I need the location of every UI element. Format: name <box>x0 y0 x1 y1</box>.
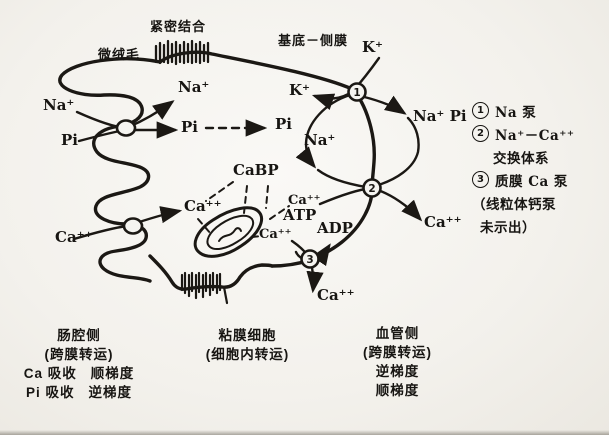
legend-item-na-pump: 1 Na 泵 <box>472 99 574 122</box>
pump-2-circle <box>362 178 382 198</box>
pump-1-circle <box>347 82 367 102</box>
legend-text: 交换体系 <box>493 150 549 167</box>
label-na-outside-left: Na⁺ <box>43 96 75 114</box>
label-cabp: CaBP <box>233 161 279 179</box>
na-circle-right-arc <box>373 116 420 188</box>
legend-text: Na⁺－Ca⁺⁺ <box>495 127 575 144</box>
label-microvilli: 微绒毛 <box>98 47 141 62</box>
scan-edge-shadow <box>0 430 609 435</box>
basal-membrane-path <box>148 254 274 291</box>
legend-number-3: 3 <box>472 171 489 188</box>
na-circle-left-arc-arrow <box>295 93 352 169</box>
pump-1-number: 1 <box>353 87 360 99</box>
legend-item-mito-note-1: （线粒体钙泵 <box>472 191 574 214</box>
footer-ca-gradient: 顺梯度 <box>90 366 135 381</box>
legend-text: （线粒体钙泵 <box>472 196 556 213</box>
na-circle-left-arc <box>316 168 368 189</box>
label-tight-junction: 紧密结合 <box>150 19 207 34</box>
label-ca-mid: Ca⁺⁺ <box>259 227 292 242</box>
legend-item-na-ca-exchange: 2 Na⁺－Ca⁺⁺ <box>472 122 574 145</box>
label-na-pi-outside: Na⁺ Pi <box>413 107 467 125</box>
cabp-dashed-links <box>197 181 290 238</box>
footer-lumen-title: 肠腔侧 <box>57 328 101 343</box>
footer-lumen-subtitle: (跨膜转运) <box>44 347 114 362</box>
label-k-inside: K⁺ <box>289 81 310 99</box>
label-pi-inside: Pi <box>181 118 198 136</box>
legend-number-1: 1 <box>472 102 489 119</box>
legend-item-ca-pump: 3 质膜 Ca 泵 <box>472 168 574 191</box>
label-na-inside-top: Na⁺ <box>178 78 210 96</box>
label-ca-inside-left: Ca⁺⁺ <box>184 197 222 215</box>
label-adp: ADP <box>317 219 353 237</box>
label-ca-outside-right: Ca⁺⁺ <box>424 213 462 231</box>
label-ca-bottom: Ca⁺⁺ <box>317 286 355 304</box>
footer-mucosal-title: 粘膜细胞 <box>218 328 277 343</box>
label-atp: ATP <box>283 206 317 224</box>
footer-lumen-side: 肠腔侧 (跨膜转运) Ca 吸收 顺梯度 Pi 吸收 逆梯度 <box>14 326 144 402</box>
legend-number-2: 2 <box>472 125 489 142</box>
label-pi-outside-left: Pi <box>61 131 78 149</box>
footer-pi-absorb: Pi 吸收 <box>25 385 75 400</box>
footer-pi-gradient: 逆梯度 <box>88 385 132 400</box>
legend-text: 未示出） <box>480 219 536 236</box>
footer-vascular-subtitle: (跨膜转运) <box>363 345 432 360</box>
footer-vascular-gradient-2: 顺梯度 <box>375 383 420 398</box>
footer-lumen-row-pi: Pi 吸收 逆梯度 <box>14 383 144 402</box>
label-na-inside: Na⁺ <box>304 131 336 149</box>
apical-top-membrane <box>158 50 354 91</box>
pump-2-number: 2 <box>368 183 375 195</box>
label-pi-inside-2: Pi <box>275 115 292 133</box>
pump-3-circle <box>300 249 320 269</box>
tight-junction-hatch <box>154 39 210 66</box>
lateral-junction-hatch <box>180 271 229 305</box>
label-basolateral-membrane: 基底－侧膜 <box>278 33 349 48</box>
legend-item-exchange-system: 交换体系 <box>472 145 574 168</box>
footer-lumen-row-ca: Ca 吸收 顺梯度 <box>14 364 144 383</box>
label-k-outside: K⁺ <box>362 38 383 56</box>
footer-mucosal-cell: 粘膜细胞 (细胞内转运) <box>185 326 310 364</box>
footer-mucosal-subtitle: (细胞内转运) <box>205 347 290 362</box>
microvilli-membrane <box>58 57 162 283</box>
pump-3-number: 3 <box>306 254 313 266</box>
legend: 1 Na 泵 2 Na⁺－Ca⁺⁺ 交换体系 3 质膜 Ca 泵 （线粒体钙泵 … <box>472 99 574 237</box>
legend-text: Na 泵 <box>495 104 537 121</box>
na-pi-carrier-icon <box>115 119 137 137</box>
footer-vascular-title: 血管侧 <box>375 326 420 341</box>
footer-ca-absorb: Ca 吸收 <box>23 366 77 381</box>
label-ca-outside-left: Ca⁺⁺ <box>55 228 93 246</box>
ca-carrier-icon <box>122 217 144 235</box>
label-ca-inside-right: Ca⁺⁺ <box>288 193 321 208</box>
legend-text: 质膜 Ca 泵 <box>495 173 568 190</box>
footer-vascular-side: 血管侧 (跨膜转运) 逆梯度 顺梯度 <box>345 324 450 400</box>
mitochondria-icon <box>193 206 264 258</box>
footer-vascular-gradient-1: 逆梯度 <box>375 364 420 379</box>
legend-item-mito-note-2: 未示出） <box>472 214 574 237</box>
